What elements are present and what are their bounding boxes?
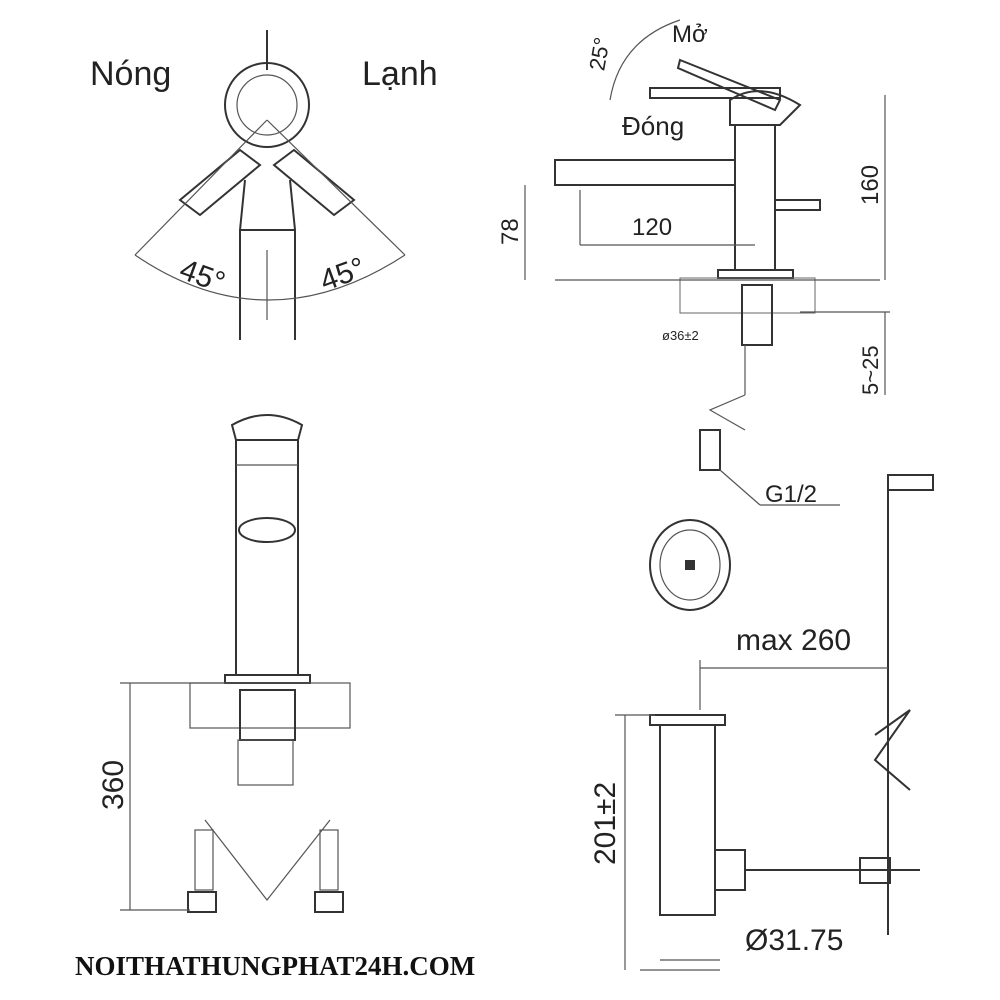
hole-diameter-label: ø36±2 (662, 328, 699, 343)
closed-label: Đóng (622, 111, 684, 141)
drain-view (615, 474, 934, 971)
hose-length-label: 360 (97, 760, 130, 810)
drain-height-label: 201±2 (589, 782, 622, 865)
top-view (134, 30, 406, 340)
hot-label: Nóng (90, 55, 171, 93)
height-label: 160 (857, 165, 884, 205)
spout-height-label: 78 (497, 218, 524, 245)
thread-label: G1/2 (765, 481, 817, 508)
front-view (120, 414, 351, 913)
spout-reach-label: 120 (632, 214, 672, 241)
open-angle-label: 25° (584, 35, 614, 72)
angle-left-label: 45° (175, 253, 229, 300)
cold-label: Lạnh (362, 55, 438, 93)
angle-right-label: 45° (316, 251, 370, 298)
watermark: NOITHATHUNGPHAT24H.COM (75, 951, 475, 981)
side-view (524, 19, 890, 506)
drain-diameter-label: Ø31.75 (745, 924, 843, 957)
deck-thickness-label: 5~25 (858, 345, 883, 395)
rod-reach-label: max 260 (736, 624, 851, 657)
open-label: Mở (672, 21, 708, 48)
